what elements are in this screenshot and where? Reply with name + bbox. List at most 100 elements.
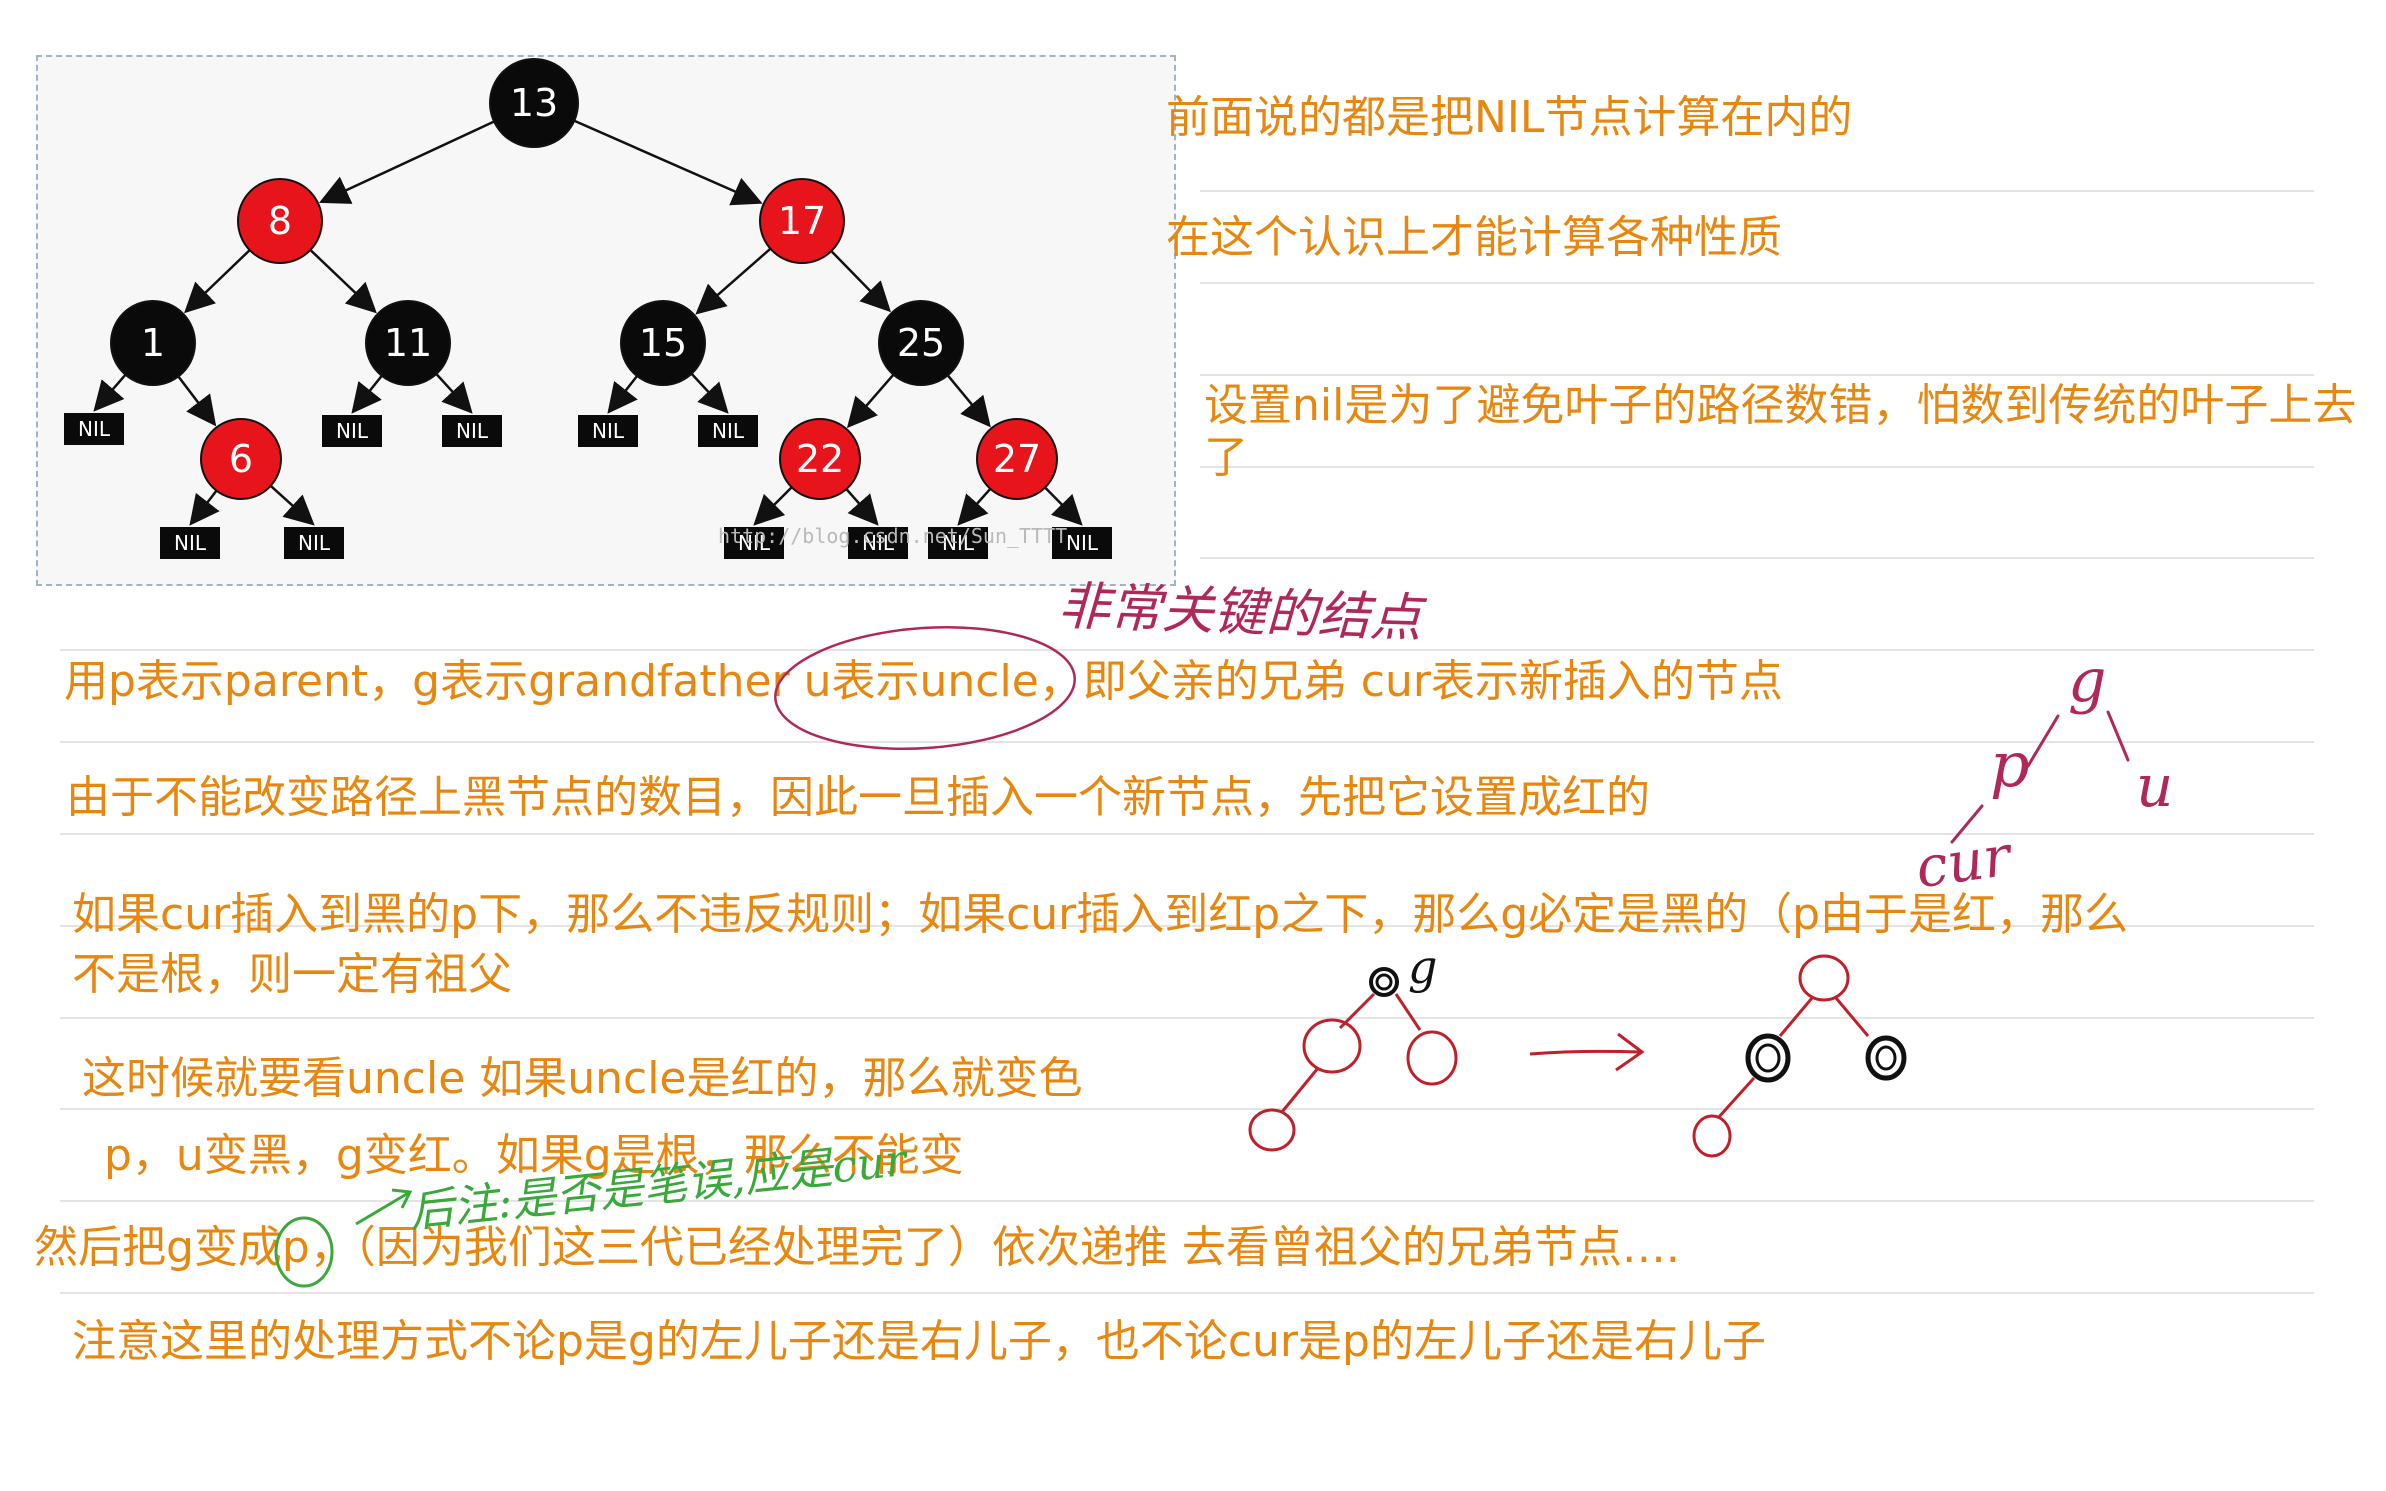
- tree-edge: [690, 372, 729, 414]
- svg-text:NIL: NIL: [78, 417, 111, 441]
- nil-leaf: NIL: [284, 527, 344, 559]
- svg-text:NIL: NIL: [174, 531, 207, 555]
- tree-node-27: 27: [976, 418, 1058, 500]
- svg-text:17: 17: [778, 199, 826, 243]
- sketch-u-node: [1406, 1030, 1458, 1086]
- nil-leaf: NIL: [322, 415, 382, 447]
- note-based-on-understanding: 在这个认识上才能计算各种性质: [1166, 212, 1782, 263]
- ruled-line: [60, 1017, 2314, 1019]
- svg-text:NIL: NIL: [456, 419, 489, 443]
- tree-node-11: 11: [365, 300, 451, 386]
- image-watermark: http://blog.csdn.net/Sun_TTTT: [718, 524, 1067, 548]
- svg-text:27: 27: [993, 437, 1041, 481]
- tree-edge: [946, 374, 991, 428]
- handwriting-cur: cur: [1911, 823, 2015, 902]
- tree-edge: [607, 375, 639, 414]
- nil-leaf: NIL: [848, 527, 908, 559]
- svg-text:1: 1: [141, 321, 165, 365]
- ruled-line: [60, 833, 2314, 835]
- tree-node-6: 6: [200, 418, 282, 500]
- tree-edge: [351, 375, 383, 414]
- sketch-p-node: [1302, 1018, 1362, 1074]
- svg-text:NIL: NIL: [592, 419, 625, 443]
- tree-edge: [957, 487, 992, 526]
- tree-edge: [177, 375, 217, 427]
- nil-leaf: NIL: [698, 415, 758, 447]
- ruled-line: [60, 1200, 2314, 1202]
- tree-edge: [318, 120, 495, 204]
- tree-node-22: 22: [779, 418, 861, 500]
- sketch-after-cur-node: [1692, 1114, 1732, 1158]
- ruled-line: [1200, 374, 2314, 376]
- svg-text:NIL: NIL: [1066, 531, 1099, 555]
- svg-text:6: 6: [229, 437, 253, 481]
- g-to-u-line: [2106, 710, 2130, 762]
- tree-edge: [846, 373, 895, 429]
- svg-text:NIL: NIL: [738, 531, 771, 555]
- correction-arrow: [355, 1190, 411, 1226]
- nil-leaf: NIL: [64, 413, 124, 445]
- svg-text:NIL: NIL: [298, 531, 331, 555]
- note-nil-counted: 前面说的都是把NIL节点计算在内的: [1166, 92, 1853, 143]
- ruled-line: [60, 741, 2314, 743]
- tree-edge: [830, 250, 891, 313]
- note-insert-red: 由于不能改变路径上黑节点的数目，因此一旦插入一个新节点，先把它设置成红的: [66, 772, 1650, 823]
- note-recurse: 然后把g变成p，（因为我们这三代已经处理完了）依次递推 去看曾祖父的兄弟节点….: [34, 1222, 1680, 1273]
- nil-leaf: NIL: [442, 415, 502, 447]
- note-check-uncle: 这时候就要看uncle 如果uncle是红的，那么就变色: [82, 1053, 1083, 1104]
- sketch-after-p-node: [1745, 1033, 1791, 1083]
- svg-text:25: 25: [897, 321, 945, 365]
- note-recolor: p，u变黑，g变红。如果g是根，那么不能变: [104, 1130, 964, 1181]
- handwriting-sketch-g: g: [1408, 940, 1438, 994]
- ruled-line: [60, 1108, 2314, 1110]
- sketch-cur-node: [1248, 1108, 1296, 1152]
- svg-text:NIL: NIL: [712, 419, 745, 443]
- notation-part-1: 用p表示parent，g表示grandfather: [64, 656, 804, 707]
- tree-node-17: 17: [759, 178, 845, 264]
- nil-leaf: NIL: [578, 415, 638, 447]
- tree-edge: [753, 486, 793, 526]
- svg-text:11: 11: [384, 321, 432, 365]
- svg-text:13: 13: [510, 81, 558, 125]
- svg-text:15: 15: [639, 321, 687, 365]
- tree-edge: [695, 247, 772, 315]
- svg-text:NIL: NIL: [336, 419, 369, 443]
- sketch-transform-arrow: [1529, 1049, 1641, 1056]
- tree-edge: [1044, 486, 1083, 526]
- ruled-line: [60, 649, 2314, 651]
- ruled-line: [1200, 282, 2314, 284]
- handwriting-key-node: 非常关键的结点: [1056, 576, 1423, 650]
- handwriting-g: g: [2068, 646, 2107, 716]
- svg-text:8: 8: [268, 199, 292, 243]
- tree-node-25: 25: [878, 300, 964, 386]
- tree-node-1: 1: [110, 300, 196, 386]
- ruled-line: [60, 1292, 2314, 1294]
- tree-edge: [435, 373, 473, 414]
- notation-uncle: u表示uncle: [803, 656, 1039, 707]
- svg-text:NIL: NIL: [862, 531, 895, 555]
- handwriting-u: u: [2136, 752, 2174, 820]
- nil-leaf: NIL: [928, 527, 988, 559]
- ruled-line: [1200, 190, 2314, 192]
- ruled-line: [1200, 557, 2314, 559]
- tree-node-13: 13: [489, 58, 579, 148]
- svg-text:NIL: NIL: [942, 531, 975, 555]
- tree-node-15: 15: [620, 300, 706, 386]
- svg-text:22: 22: [796, 437, 844, 481]
- ruled-line: [1200, 466, 2314, 468]
- note-insert-under-red-parent: 如果cur插入到黑的p下，那么不违反规则；如果cur插入到红p之下，那么g必定是…: [72, 889, 2129, 1000]
- tree-edge: [269, 484, 315, 526]
- tree-edge: [309, 249, 377, 314]
- tree-node-8: 8: [237, 178, 323, 264]
- note-why-nil: 设置nil是为了避免叶子的路径数错，怕数到传统的叶子上去了: [1204, 380, 2357, 483]
- tree-edge: [184, 249, 251, 314]
- tree-edge: [189, 489, 220, 526]
- note-any-side: 注意这里的处理方式不论p是g的左儿子还是右儿子，也不论cur是p的左儿子还是右儿…: [72, 1316, 1766, 1367]
- note-notation: 用p表示parent，g表示grandfather u表示uncle，即父亲的兄…: [64, 656, 1783, 708]
- notation-part-3: ，即父亲的兄弟 cur表示新插入的节点: [1038, 656, 1783, 707]
- sketch-after-u-node: [1865, 1035, 1907, 1081]
- tree-edge: [93, 373, 127, 412]
- nil-leaf: NIL: [724, 527, 784, 559]
